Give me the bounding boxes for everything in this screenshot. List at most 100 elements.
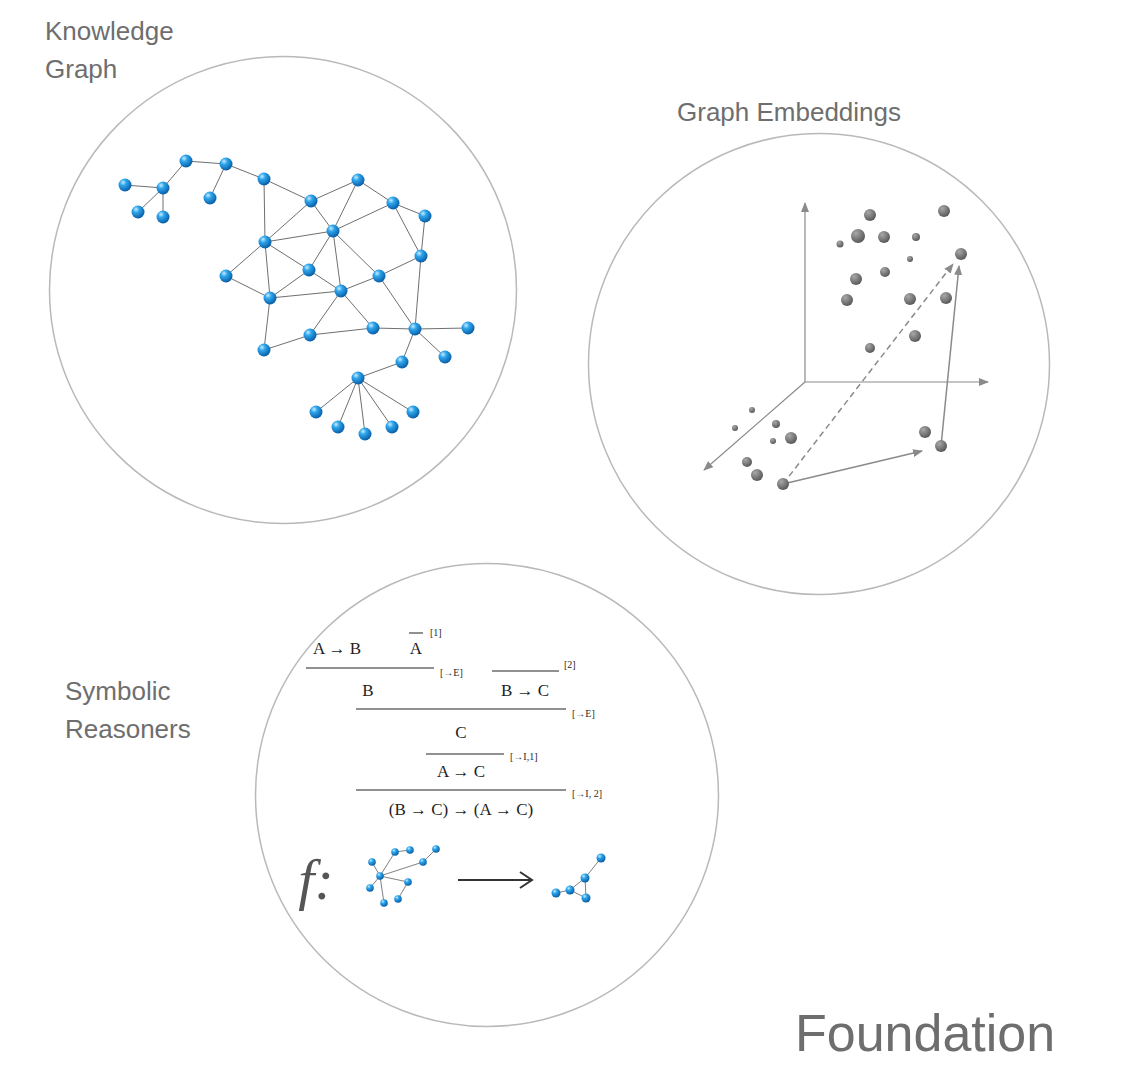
graph-edge: [311, 180, 358, 201]
embedding-point: [880, 267, 890, 277]
embedding-point: [770, 438, 776, 444]
embedding-vector: [941, 266, 959, 446]
graph-edge: [333, 231, 341, 291]
graph-function-figure: [366, 845, 605, 907]
text-anchor: [→E]: [440, 667, 463, 678]
graph-vertex: [132, 206, 145, 219]
graph-vertex: [387, 197, 400, 210]
graph-vertex: [373, 270, 386, 283]
text-anchor: Knowledge Graph: [45, 12, 205, 88]
graph-vertex: [352, 174, 365, 187]
embedding-vector: [783, 264, 953, 484]
graph-edge: [333, 180, 358, 231]
text-anchor: [1]: [430, 627, 442, 638]
embedding-point: [940, 292, 952, 304]
graph-vertex: [582, 894, 591, 903]
plot-axis: [805, 381, 988, 382]
graph-vertex: [407, 406, 420, 419]
graph-vertex: [359, 428, 372, 441]
inference-bar: [426, 754, 504, 755]
text-anchor: Graph Embeddings: [677, 93, 901, 131]
graph-edge: [226, 242, 265, 276]
graph-edge: [380, 876, 384, 903]
graph-vertex: [303, 264, 316, 277]
embedding-point: [955, 248, 967, 260]
graph-edge: [358, 362, 402, 378]
graph-vertex: [597, 854, 606, 863]
graph-vertex: [380, 899, 388, 907]
rule-tag: [2]: [564, 659, 576, 670]
formula: A: [410, 640, 422, 658]
graph-vertex: [304, 329, 317, 342]
embedding-point: [837, 241, 844, 248]
text-anchor: A → C: [437, 763, 485, 781]
graph-edge: [265, 242, 270, 298]
graph-vertex: [419, 210, 432, 223]
small-graph: [366, 845, 440, 907]
embedding-point: [751, 469, 763, 481]
embedding-point: [909, 330, 921, 342]
graph-edge: [358, 378, 413, 412]
graph-edge: [379, 276, 415, 329]
section-title: Foundation: [795, 1003, 1055, 1063]
graph-edge: [309, 231, 333, 270]
graph-vertex: [305, 195, 318, 208]
graph-vertex: [396, 356, 409, 369]
text-anchor: [2]: [564, 659, 576, 670]
graph-edge: [264, 179, 265, 242]
graph-vertex: [157, 211, 170, 224]
text-anchor: [→E]: [572, 708, 595, 719]
formula: B → C: [501, 682, 549, 700]
graph-vertex: [432, 845, 440, 853]
embedding-point: [864, 209, 876, 221]
graph-vertex: [204, 192, 217, 205]
text-anchor: A → B: [313, 640, 361, 658]
plot-axis: [804, 203, 805, 382]
graph-edge: [379, 256, 421, 276]
function-symbol: f:: [298, 850, 333, 910]
graph-vertex: [335, 285, 348, 298]
graph-vertex: [552, 889, 561, 898]
formula: C: [455, 724, 466, 742]
inference-bar: [356, 709, 566, 710]
embedding-point: [907, 256, 913, 262]
mapping-arrowhead: [520, 872, 532, 888]
text-anchor: B → C: [501, 682, 549, 700]
circle-outline: [48, 55, 518, 525]
embedding-point: [878, 231, 890, 243]
plot-axis: [704, 382, 805, 470]
graph-vertex: [406, 846, 414, 854]
embedding-vector: [783, 451, 922, 484]
circle-border: [589, 134, 1050, 595]
embedding-point: [938, 205, 950, 217]
graph-vertex: [264, 292, 277, 305]
graph-edge: [265, 231, 333, 242]
graph-vertex: [310, 406, 323, 419]
graph-edge: [415, 256, 421, 329]
graph-vertex: [439, 351, 452, 364]
graph-edge: [310, 291, 341, 335]
graph-vertex: [259, 236, 272, 249]
graph-vertex: [220, 270, 233, 283]
graph-vertex: [581, 874, 590, 883]
graph-edge: [226, 276, 270, 298]
embedding-point: [865, 343, 875, 353]
graph-vertex: [258, 344, 271, 357]
embedding-point: [919, 426, 931, 438]
embedding-point: [851, 229, 865, 243]
embedding-point: [935, 440, 947, 452]
graph-vertex: [119, 179, 132, 192]
formula: (B → C) → (A → C): [389, 801, 534, 819]
knowledge-graph-figure: [119, 155, 475, 441]
graph-edge: [333, 231, 379, 276]
inference-bar: [409, 633, 423, 634]
graph-vertex: [366, 884, 374, 892]
graph-edge: [264, 179, 311, 201]
text-anchor: C: [455, 724, 466, 742]
graph-vertex: [220, 158, 233, 171]
graph-vertex: [332, 421, 345, 434]
graph-edge: [380, 876, 408, 882]
text-anchor: (B → C) → (A → C): [389, 801, 534, 819]
graph-vertex: [566, 886, 575, 895]
